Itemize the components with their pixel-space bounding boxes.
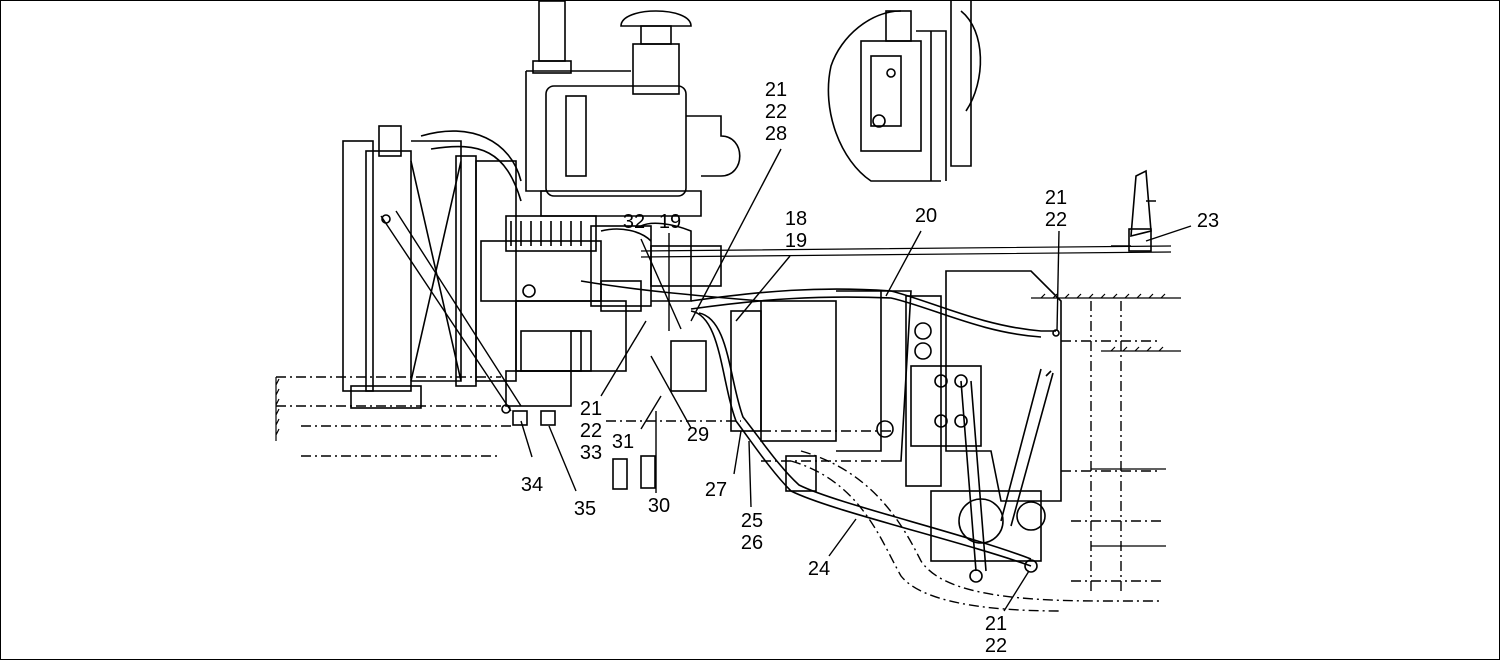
- engine-block: [480, 215, 722, 407]
- chassis-outline: [276, 301, 1161, 612]
- callout-27: 27: [704, 479, 728, 501]
- callout-31: 31: [611, 431, 635, 453]
- inset-detail: [827, 1, 982, 182]
- leader-lines: [520, 148, 1192, 612]
- callout-34: 34: [520, 474, 544, 496]
- callout-25-26: 25 26: [740, 510, 764, 554]
- callout-21-22-bottom: 21 22: [984, 613, 1008, 657]
- callout-29: 29: [686, 424, 710, 446]
- callout-21-22-33: 21 22 33: [579, 398, 603, 464]
- callout-21-22-28: 21 22 28: [764, 79, 788, 145]
- radiator-assembly: [342, 125, 522, 414]
- callout-21-22-top: 21 22: [1044, 187, 1068, 231]
- exhaust-and-air-cleaner: [525, 1, 741, 217]
- callout-23: 23: [1196, 210, 1220, 232]
- callout-20: 20: [914, 205, 938, 227]
- transmission-housing: [730, 270, 1062, 583]
- chassis-hatching: [275, 293, 1181, 547]
- callout-18-19: 18 19: [784, 208, 808, 252]
- callout-19: 19: [658, 211, 682, 233]
- callout-32: 32: [622, 211, 646, 233]
- callout-30: 30: [647, 495, 671, 517]
- callout-24: 24: [807, 558, 831, 580]
- callout-35: 35: [573, 498, 597, 520]
- linkage-and-pipes: [512, 169, 1172, 573]
